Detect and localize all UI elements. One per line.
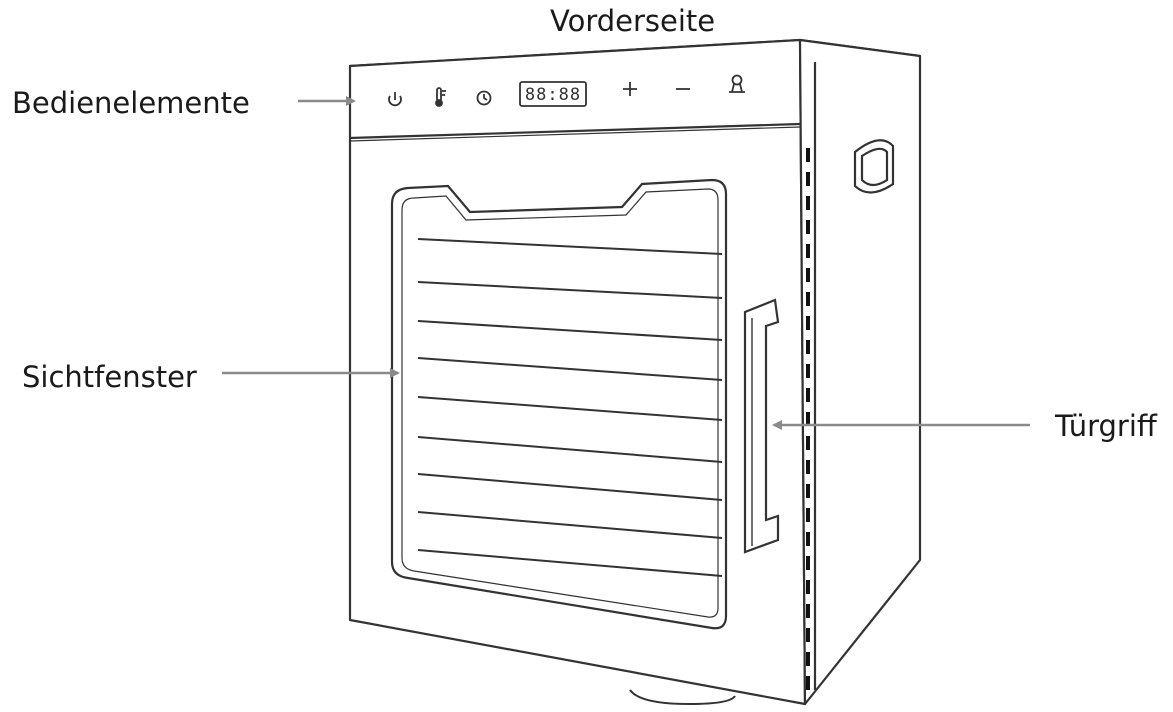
- label-controls: Bedienelemente: [12, 86, 250, 120]
- control-panel-border-2: [349, 126, 801, 142]
- tray-line: [417, 357, 723, 381]
- plus-icon: [623, 82, 637, 96]
- tray-line: [417, 281, 723, 299]
- trays: [417, 238, 723, 577]
- timer-icon: [476, 90, 492, 106]
- side-carry-handle: [853, 139, 895, 194]
- control-panel-border: [349, 122, 801, 140]
- tray-line: [417, 473, 723, 501]
- front-face: [348, 38, 807, 706]
- digital-display: 88:88: [519, 81, 587, 107]
- control-icons: 88:88: [388, 74, 745, 107]
- label-front: Vorderseite: [550, 4, 716, 38]
- power-icon: [388, 92, 402, 107]
- tray-line: [417, 396, 723, 421]
- side-face: [798, 38, 922, 706]
- tray-line: [417, 436, 723, 463]
- viewing-window: [390, 178, 728, 630]
- appliance-body: [348, 38, 922, 706]
- tray-line: [417, 511, 723, 539]
- tray-line: [417, 320, 723, 341]
- label-handle: Türgriff: [1055, 409, 1157, 443]
- temperature-icon: [435, 87, 446, 107]
- light-icon: [729, 74, 745, 93]
- display-digits: 88:88: [525, 85, 581, 105]
- label-window: Sichtfenster: [22, 360, 197, 394]
- callout-arrows: [222, 96, 1030, 430]
- tray-line: [417, 549, 723, 577]
- bottom-foot: [629, 689, 736, 706]
- door-handle: [743, 298, 780, 554]
- tray-line: [417, 238, 723, 255]
